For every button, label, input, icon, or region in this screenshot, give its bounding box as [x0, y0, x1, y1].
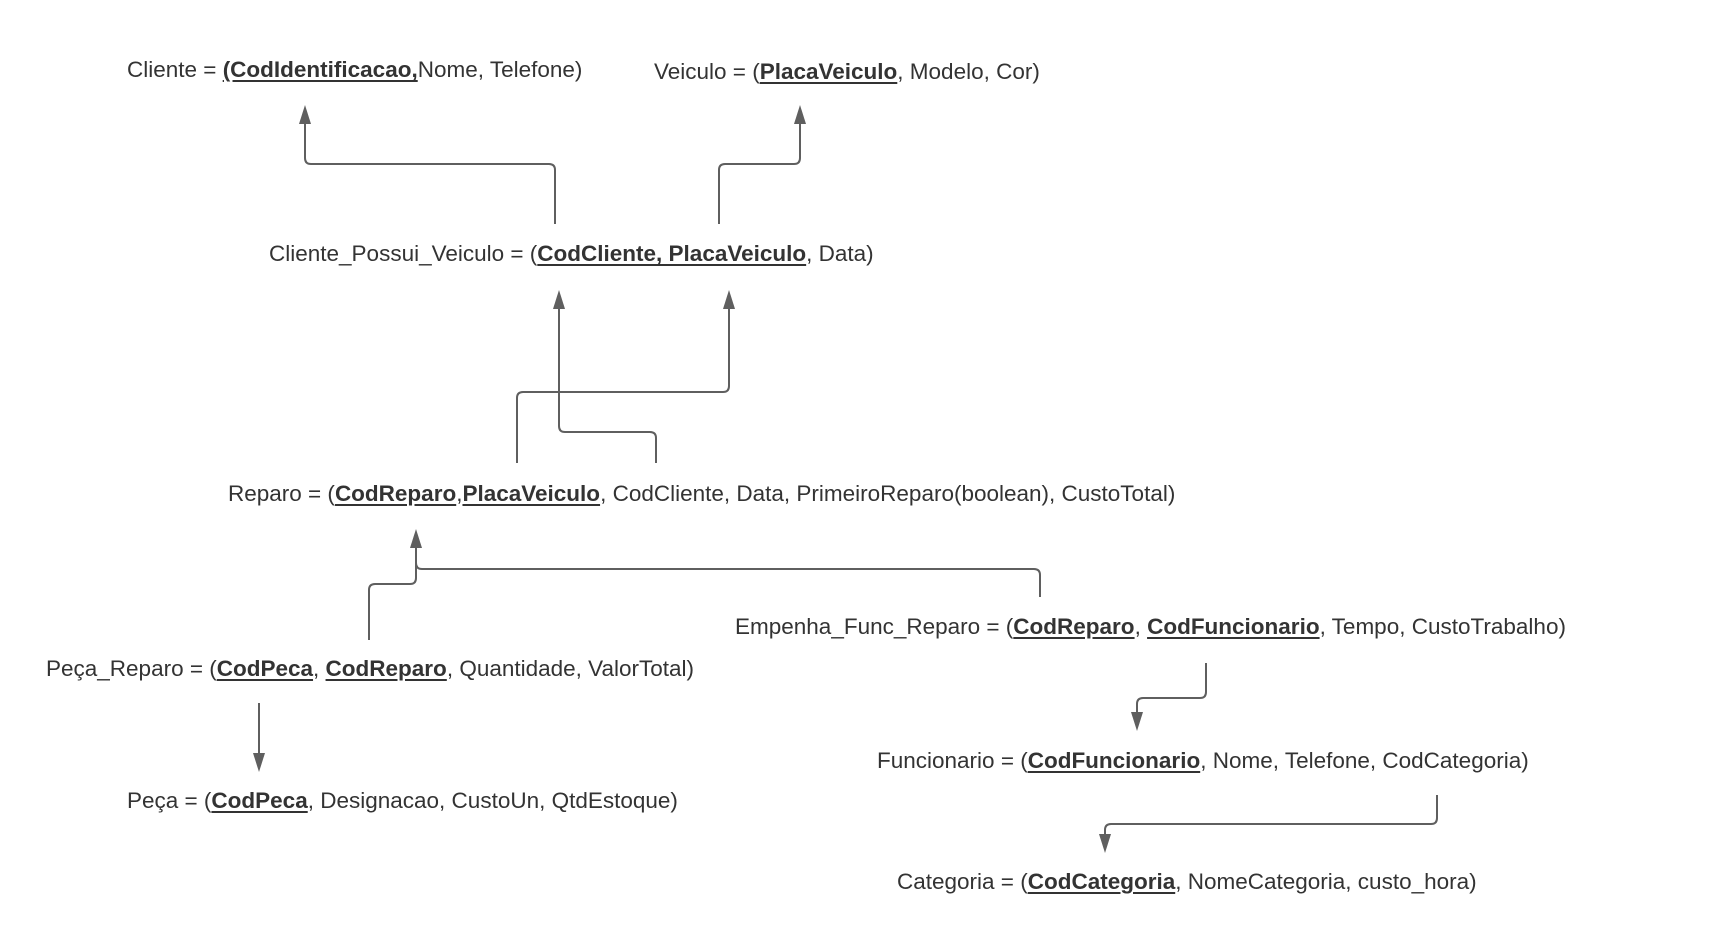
- reference-arrow: [1099, 795, 1438, 853]
- relation-text: Nome, Telefone): [417, 57, 583, 82]
- reference-arrow: [415, 542, 1041, 597]
- primary-key-attribute: PlacaVeiculo: [462, 481, 601, 506]
- relation-text: Reparo = (: [228, 481, 335, 506]
- relation-empenha-func-reparo: Empenha_Func_Reparo = (CodReparo, CodFun…: [735, 614, 1566, 640]
- relation-peca: Peça = (CodPeca, Designacao, CustoUn, Qt…: [127, 788, 678, 814]
- relation-veiculo: Veiculo = (PlacaVeiculo, Modelo, Cor): [654, 59, 1040, 85]
- relation-categoria: Categoria = (CodCategoria, NomeCategoria…: [897, 869, 1477, 895]
- relation-text: ,: [313, 656, 326, 681]
- relation-text: Empenha_Func_Reparo = (: [735, 614, 1014, 639]
- primary-key-attribute: CodReparo: [334, 481, 457, 506]
- relation-text: ,: [456, 481, 463, 506]
- relation-text: Veiculo = (: [654, 59, 760, 84]
- relation-text: Funcionario = (: [877, 748, 1028, 773]
- relation-text: , NomeCategoria, custo_hora): [1175, 869, 1477, 894]
- reference-arrow: [516, 290, 735, 463]
- reference-arrow: [718, 105, 806, 224]
- relation-cliente: Cliente = (CodIdentificacao,Nome, Telefo…: [127, 57, 582, 83]
- reference-arrow: [368, 529, 422, 640]
- reference-arrow: [299, 105, 556, 224]
- primary-key-attribute: PlacaVeiculo: [759, 59, 898, 84]
- primary-key-attribute: CodPeca: [211, 788, 308, 813]
- primary-key-attribute: CodPeca: [216, 656, 314, 681]
- relation-text: ,: [1134, 614, 1148, 639]
- relation-text: Peça = (: [127, 788, 212, 813]
- primary-key-attribute: CodReparo: [1013, 614, 1135, 639]
- relation-text: , Nome, Telefone, CodCategoria): [1200, 748, 1529, 773]
- relation-text: Cliente_Possui_Veiculo = (: [269, 241, 538, 266]
- reference-arrow: [553, 290, 657, 463]
- relation-cliente-possui-veiculo: Cliente_Possui_Veiculo = (CodCliente, Pl…: [269, 241, 874, 267]
- relation-text: , Quantidade, ValorTotal): [446, 656, 695, 681]
- primary-key-attribute: CodFuncionario: [1027, 748, 1201, 773]
- relation-funcionario: Funcionario = (CodFuncionario, Nome, Tel…: [877, 748, 1529, 774]
- relation-text: , Tempo, CustoTrabalho): [1319, 614, 1566, 639]
- reference-arrow: [1131, 663, 1207, 731]
- relation-text: Categoria = (: [897, 869, 1028, 894]
- primary-key-attribute: CodCategoria: [1027, 869, 1176, 894]
- relation-text: , Data): [806, 241, 874, 266]
- relation-text: , Modelo, Cor): [897, 59, 1040, 84]
- relation-text: Peça_Reparo = (: [46, 656, 217, 681]
- primary-key-attribute: CodFuncionario: [1147, 614, 1320, 639]
- relation-text: , CodCliente, Data, PrimeiroReparo(boole…: [600, 481, 1176, 506]
- primary-key-attribute: CodReparo: [325, 656, 447, 681]
- relation-text: Cliente =: [127, 57, 223, 82]
- relation-peca-reparo: Peça_Reparo = (CodPeca, CodReparo, Quant…: [46, 656, 694, 682]
- relation-text: , Designacao, CustoUn, QtdEstoque): [307, 788, 678, 813]
- relation-reparo: Reparo = (CodReparo,PlacaVeiculo, CodCli…: [228, 481, 1175, 507]
- primary-key-attribute: CodCliente, PlacaVeiculo: [537, 241, 807, 266]
- reference-arrow: [253, 703, 265, 772]
- primary-key-attribute: (CodIdentificacao,: [222, 57, 418, 82]
